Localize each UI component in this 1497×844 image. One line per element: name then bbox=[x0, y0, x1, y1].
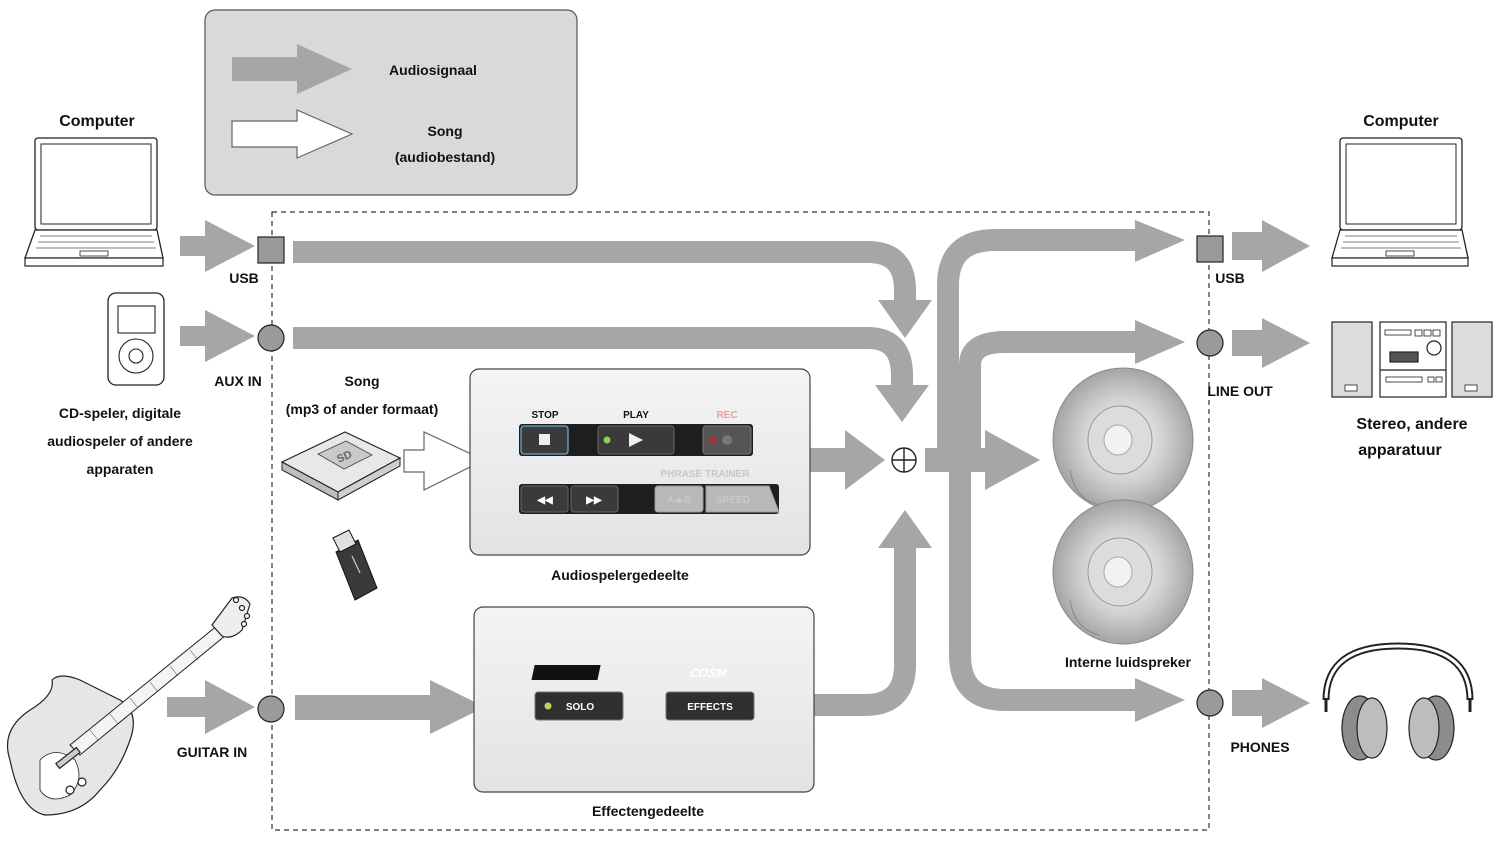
play-icon bbox=[629, 433, 643, 447]
svg-text:SD: SD bbox=[335, 448, 354, 465]
output-computer-label: Computer bbox=[1363, 113, 1439, 130]
effects-label: EFFECTS bbox=[687, 702, 733, 713]
rec-button[interactable] bbox=[702, 425, 752, 455]
fast-forward-button[interactable]: ▶▶ bbox=[570, 485, 619, 513]
song-file-arrow-icon bbox=[231, 109, 354, 159]
audio-player-panel bbox=[469, 368, 811, 556]
fast-forward-icon: ▶▶ bbox=[585, 495, 603, 506]
audio-signal-arrow-icon bbox=[232, 44, 352, 94]
player-label-line2: audiospeler of andere bbox=[47, 433, 193, 449]
effects-panel bbox=[473, 606, 815, 793]
speaker-bottom-icon bbox=[1052, 499, 1194, 645]
usb-out-jack bbox=[1196, 235, 1224, 263]
mixer-icon bbox=[891, 447, 917, 473]
output-arrows bbox=[1232, 220, 1310, 728]
line-out-label: LINE OUT bbox=[1207, 383, 1273, 399]
legend-song-sublabel: (audiobestand) bbox=[395, 149, 495, 165]
aux-in-jack bbox=[257, 324, 285, 352]
speed-button[interactable]: SPEED bbox=[705, 485, 780, 513]
sd-card-icon: SD bbox=[280, 431, 402, 501]
song-source-sublabel: (mp3 of ander formaat) bbox=[286, 401, 438, 417]
unit-boundary bbox=[271, 211, 1210, 831]
speaker-top-icon bbox=[1052, 367, 1194, 513]
phones-jack bbox=[1196, 689, 1224, 717]
rewind-button[interactable]: ◀◀ bbox=[520, 485, 569, 513]
play-led bbox=[603, 436, 611, 444]
signal-arrowheads bbox=[295, 220, 1185, 734]
song-source-label: Song bbox=[345, 373, 380, 389]
song-file-arrow-icon-2 bbox=[403, 431, 486, 491]
audio-player-section-label: Audiospelergedeelte bbox=[551, 567, 689, 583]
cosm-label: COSM bbox=[688, 666, 728, 680]
stop-icon bbox=[539, 434, 550, 445]
electric-guitar-icon bbox=[6, 596, 251, 816]
usb-in-label: USB bbox=[229, 270, 259, 286]
stereo-label-line2: apparatuur bbox=[1358, 442, 1442, 459]
ab-repeat-label: A◂▸B bbox=[667, 495, 691, 506]
music-player-icon bbox=[107, 292, 165, 386]
rec-caption: REC bbox=[716, 410, 737, 421]
usb-out-label: USB bbox=[1215, 270, 1245, 286]
rec-led bbox=[709, 436, 717, 444]
solo-button[interactable]: SOLO bbox=[534, 691, 624, 721]
player-label-line1: CD-speler, digitale bbox=[59, 405, 181, 421]
solo-led bbox=[544, 702, 552, 710]
signal-paths bbox=[293, 229, 1145, 716]
stop-caption: STOP bbox=[531, 410, 558, 421]
play-caption: PLAY bbox=[623, 410, 649, 421]
laptop-out-icon bbox=[1331, 137, 1469, 267]
usb-stick-icon bbox=[332, 529, 378, 601]
phrase-trainer-caption: PHRASE TRAINER bbox=[661, 469, 751, 480]
stereo-label-line1: Stereo, andere bbox=[1356, 416, 1467, 433]
guitar-in-label: GUITAR IN bbox=[177, 744, 248, 760]
legend-box: Audiosignaal Song (audiobestand) bbox=[204, 9, 578, 196]
effects-section-label: Effectengedeelte bbox=[592, 803, 704, 819]
guitar-in-jack bbox=[257, 695, 285, 723]
laptop-in-icon bbox=[24, 137, 164, 267]
effects-button[interactable]: EFFECTS bbox=[665, 691, 755, 721]
play-button[interactable] bbox=[597, 425, 675, 455]
player-label-line3: apparaten bbox=[87, 461, 154, 477]
ab-repeat-button[interactable]: A◂▸B bbox=[654, 485, 704, 513]
input-arrows bbox=[167, 220, 255, 734]
speed-label: SPEED bbox=[716, 495, 750, 506]
rec-icon bbox=[722, 435, 732, 445]
phones-label: PHONES bbox=[1230, 739, 1289, 755]
solo-label: SOLO bbox=[566, 702, 595, 713]
rewind-icon: ◀◀ bbox=[536, 495, 553, 506]
stereo-system-icon bbox=[1331, 321, 1493, 398]
stop-button[interactable] bbox=[520, 425, 569, 455]
aux-in-label: AUX IN bbox=[214, 373, 261, 389]
headphones-icon bbox=[1322, 642, 1474, 761]
legend-audio-signal-label: Audiosignaal bbox=[389, 62, 477, 78]
legend-song-label: Song bbox=[428, 123, 463, 139]
usb-in-jack bbox=[257, 236, 285, 264]
internal-speaker-label: Interne luidspreker bbox=[1065, 654, 1192, 670]
input-computer-label: Computer bbox=[59, 113, 135, 130]
cosm-logo: COSM bbox=[531, 665, 728, 680]
line-out-jack bbox=[1196, 329, 1224, 357]
